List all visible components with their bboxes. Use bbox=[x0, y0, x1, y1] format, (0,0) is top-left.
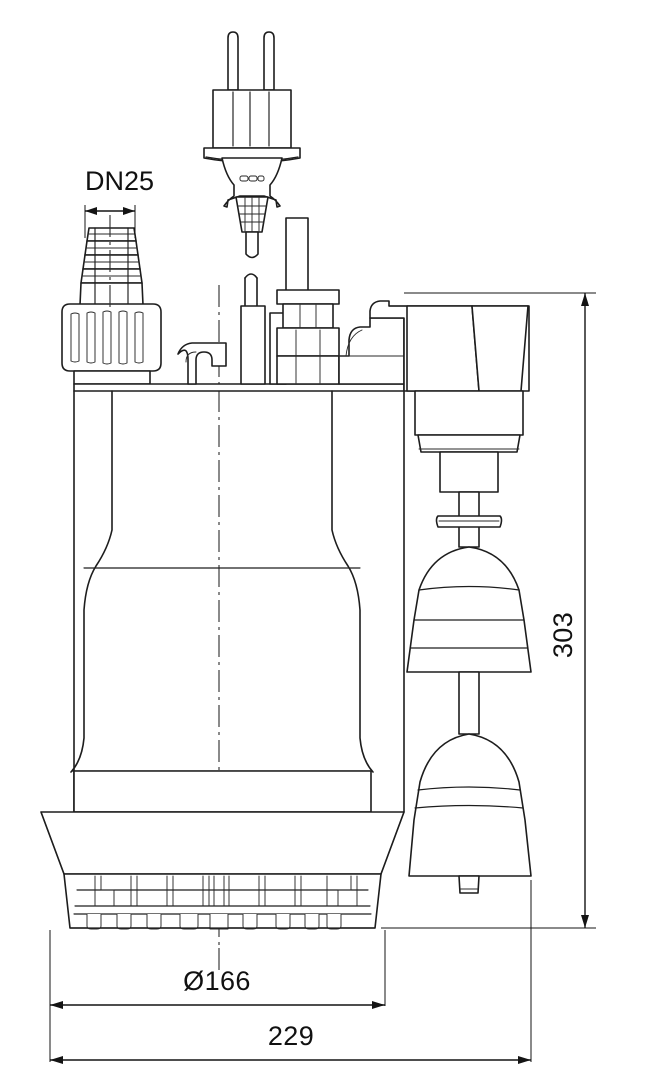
float-lower bbox=[408, 733, 532, 894]
float-rod-lower bbox=[458, 671, 480, 735]
dimension-width-229 bbox=[49, 880, 532, 1064]
dn25-label: DN25 bbox=[85, 166, 154, 196]
float-rod-upper bbox=[435, 491, 503, 548]
power-plug bbox=[203, 31, 301, 259]
float-upper bbox=[406, 546, 532, 673]
hose-barb bbox=[79, 227, 144, 306]
pump-base bbox=[40, 770, 405, 875]
float-housing bbox=[406, 305, 529, 493]
suction-strainer bbox=[63, 873, 382, 930]
width-229-label: 229 bbox=[268, 1021, 314, 1051]
height-303-label: 303 bbox=[548, 612, 578, 658]
dimension-dn25 bbox=[84, 205, 136, 310]
dimension-diameter-166 bbox=[49, 930, 386, 1009]
union-nut bbox=[61, 303, 162, 385]
diameter-166-label: Ø166 bbox=[183, 966, 251, 996]
dimension-303 bbox=[381, 292, 596, 929]
